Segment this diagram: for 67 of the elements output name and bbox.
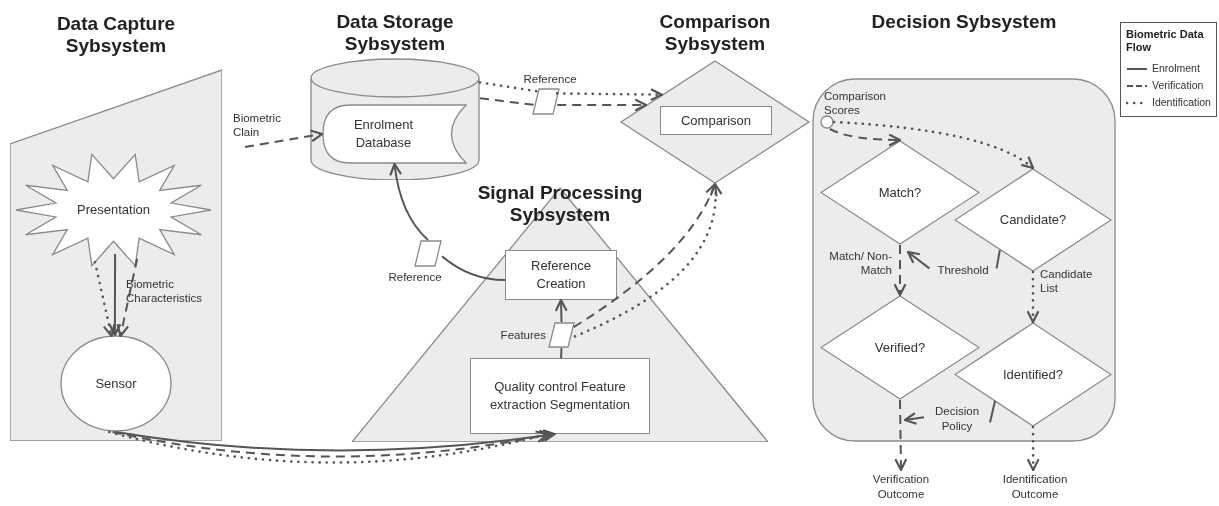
connector — [108, 253, 122, 337]
node-label: Reference Creation — [530, 257, 592, 293]
connector — [995, 249, 1001, 270]
connector — [108, 430, 549, 464]
decision-diamond — [820, 140, 980, 245]
connector — [389, 162, 429, 241]
node-caption: Features — [499, 328, 546, 342]
connector — [111, 429, 553, 458]
connector — [441, 255, 506, 281]
stored-data-shape — [322, 104, 467, 164]
edge-label: Biometric Clain — [233, 111, 282, 139]
legend-text: Identification — [1152, 95, 1211, 110]
connector — [832, 120, 1035, 170]
annotation-text: Verification Outcome — [871, 472, 931, 502]
edge-label: Match/ Non-Match — [828, 249, 892, 277]
process-box — [505, 250, 617, 300]
data-parallelogram — [532, 88, 560, 115]
connector — [554, 298, 568, 323]
connector-circle — [820, 115, 834, 129]
connector — [560, 347, 563, 359]
edge-label: Biometric Characteristics — [126, 277, 204, 305]
subsystem-title: Decision Sybsystem — [870, 11, 1058, 33]
node-label: Comparison — [679, 111, 753, 130]
process-box — [660, 106, 772, 135]
connector — [479, 97, 536, 106]
arrow — [906, 250, 931, 270]
node-label: Sensor — [94, 374, 138, 393]
node-label: Enrolment Database — [352, 116, 415, 152]
ellipse-node — [60, 335, 172, 432]
connector — [1026, 425, 1040, 472]
subsystem-title: Data Capture Sybsystem — [55, 13, 177, 57]
annotation-text: Identification Outcome — [1001, 472, 1069, 502]
connector — [989, 399, 997, 424]
data-parallelogram — [414, 240, 442, 267]
connector — [115, 429, 556, 452]
legend-text: Enrolment — [1152, 61, 1200, 76]
connector — [556, 98, 648, 112]
decision-diamond — [820, 295, 980, 400]
data-parallelogram — [548, 322, 575, 348]
node-label: Presentation — [76, 201, 151, 219]
node-label: Quality control Feature extraction Segmentation — [488, 378, 632, 414]
node-caption: Comparison Scores — [824, 89, 887, 117]
node-label: Verified? — [873, 338, 927, 357]
connector — [555, 88, 664, 102]
connector — [894, 399, 908, 472]
starburst-shape — [15, 152, 212, 268]
arrow — [903, 412, 925, 425]
legend-text: Verification — [1152, 78, 1204, 93]
connector — [116, 257, 139, 338]
process-box — [470, 358, 650, 434]
subsystem-title: Comparison Sybsystem — [658, 11, 772, 55]
annotation-text: Decision Policy — [933, 404, 981, 434]
node-label: Match? — [877, 183, 923, 202]
node-label: Candidate? — [998, 211, 1068, 229]
connector — [893, 244, 907, 297]
legend-title: Biometric Data Flow — [1126, 28, 1205, 54]
connector — [1026, 270, 1040, 324]
arrow — [244, 129, 324, 148]
annotation-text: Threshold — [937, 262, 989, 278]
node-label: Identified? — [1002, 365, 1064, 384]
subsystem-title: Signal Processing Sybsystem — [476, 182, 644, 226]
edge-label: Candidate List — [1040, 267, 1094, 295]
subsystem-title: Data Storage Sybsystem — [335, 11, 455, 55]
node-caption: Reference — [522, 72, 578, 86]
node-caption: Reference — [387, 270, 443, 284]
connector — [93, 260, 116, 338]
connector — [828, 128, 902, 147]
